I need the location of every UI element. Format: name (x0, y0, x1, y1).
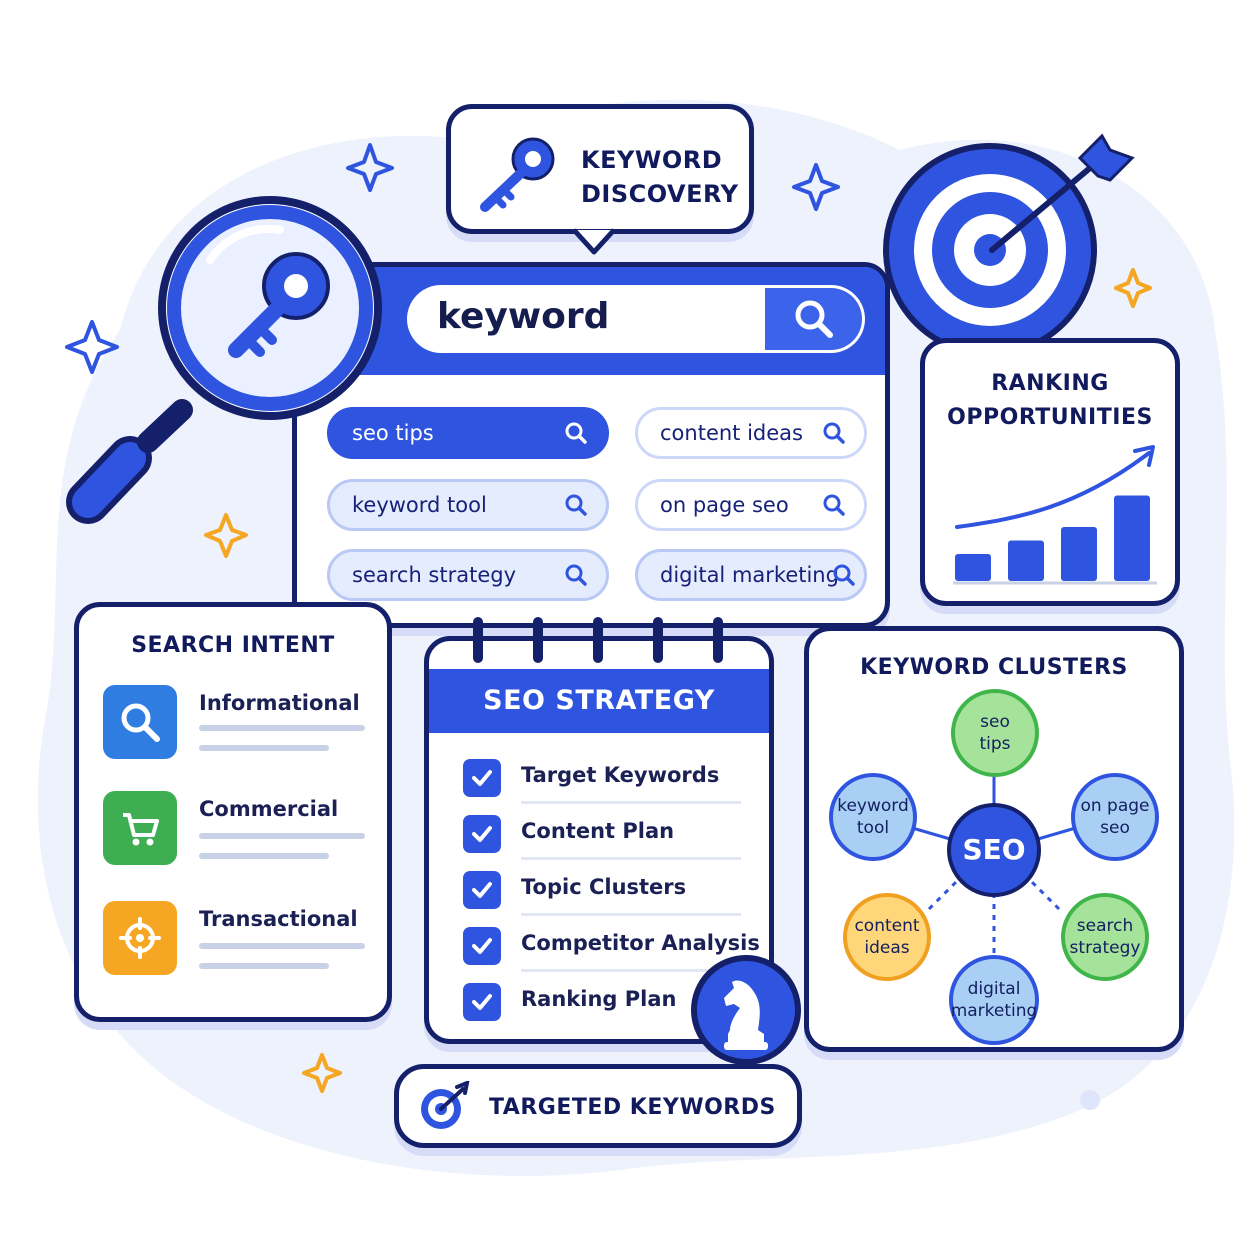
ranking-opportunities-card: RANKING OPPORTUNITIES (920, 338, 1180, 606)
checkbox-checked[interactable] (463, 759, 501, 797)
key-icon (228, 252, 330, 358)
suggestion-chip[interactable]: keyword tool (327, 479, 609, 531)
search-icon (565, 494, 587, 516)
target-illustration (883, 133, 1135, 348)
checkmark-icon (472, 826, 492, 842)
search-icon (121, 703, 160, 742)
checklist-item: Topic Clusters (521, 875, 687, 899)
search-intent-card: SEARCH INTENT Informational Commercial T… (74, 602, 392, 1022)
keyword-discovery-bubble: KEYWORD DISCOVERY (446, 104, 754, 234)
clusters-title: KEYWORD CLUSTERS (860, 655, 1128, 680)
suggestion-label: on page seo (660, 493, 789, 517)
text-placeholder-line (199, 853, 329, 859)
magnifier-illustration (66, 196, 382, 524)
ranking-bar-chart (953, 445, 1157, 585)
strategy-header (429, 669, 769, 733)
ranking-bar (955, 554, 991, 581)
notebook-rings (473, 617, 723, 663)
ranking-bar (1008, 540, 1044, 581)
checklist-item: Competitor Analysis (521, 931, 760, 955)
intent-label-commercial: Commercial (199, 797, 339, 821)
search-icon (565, 564, 587, 586)
search-input[interactable]: keyword (407, 285, 767, 353)
growth-arrow-line (955, 451, 1151, 529)
ring-binder-icon (473, 617, 723, 663)
intent-label-transactional: Transactional (199, 907, 358, 931)
discovery-title-line2: DISCOVERY (581, 180, 739, 208)
ranking-bar (1061, 527, 1097, 581)
checkmark-icon (472, 882, 492, 898)
targeted-keywords-label: TARGETED KEYWORDS (489, 1095, 776, 1120)
checklist-item: Content Plan (521, 819, 675, 843)
search-icon (565, 422, 587, 444)
search-icon (823, 422, 845, 444)
checklist-item: Ranking Plan (521, 987, 677, 1011)
checkbox-checked[interactable] (463, 927, 501, 965)
suggestion-chip[interactable]: content ideas (635, 407, 867, 459)
text-placeholder-line (199, 833, 365, 839)
suggestion-label: search strategy (352, 563, 517, 587)
suggestion-label: seo tips (352, 421, 434, 445)
suggestion-label: keyword tool (352, 493, 487, 517)
text-placeholder-line (199, 963, 329, 969)
search-button[interactable] (765, 285, 865, 353)
suggestion-chip[interactable]: search strategy (327, 549, 609, 601)
intent-label-informational: Informational (199, 691, 360, 715)
discovery-title-line1: KEYWORD (581, 146, 723, 174)
keyword-search-card: keyword seo tips content ideas keyword t… (292, 262, 890, 628)
chess-knight-icon (724, 980, 768, 1050)
key-icon (480, 137, 555, 212)
checkbox-checked[interactable] (463, 871, 501, 909)
commercial-icon-tile (103, 791, 177, 865)
text-placeholder-line (199, 745, 329, 751)
search-intent-title: SEARCH INTENT (131, 633, 335, 658)
divider (521, 801, 741, 804)
search-icon (833, 564, 855, 586)
target-icon (421, 1081, 470, 1129)
chess-knight-badge (691, 955, 801, 1065)
suggestion-chip[interactable]: seo tips (327, 407, 609, 459)
suggestion-chip[interactable]: digital marketing (635, 549, 867, 601)
suggestion-chip[interactable]: on page seo (635, 479, 867, 531)
cart-icon (123, 813, 159, 846)
suggestion-label: digital marketing (660, 563, 839, 587)
arrow-icon (989, 133, 1135, 253)
informational-icon-tile (103, 685, 177, 759)
target-icon (883, 143, 1097, 348)
arrow-head-icon (1133, 445, 1155, 467)
bubble-tail (572, 228, 616, 255)
checkmark-icon (472, 938, 492, 954)
search-icon (795, 300, 833, 338)
strategy-title: SEO STRATEGY (483, 685, 715, 716)
suggestion-label: content ideas (660, 421, 803, 445)
text-placeholder-line (199, 725, 365, 731)
divider (521, 913, 741, 916)
transactional-icon-tile (103, 901, 177, 975)
divider (521, 857, 741, 860)
checklist-item: Target Keywords (521, 763, 720, 787)
ranking-title-line2: OPPORTUNITIES (947, 405, 1153, 430)
checkbox-checked[interactable] (463, 815, 501, 853)
cluster-center-seo: SEO (947, 803, 1041, 897)
target-icon (119, 917, 161, 959)
search-icon (823, 494, 845, 516)
sparkle-icon (65, 143, 840, 374)
targeted-keywords-banner: TARGETED KEYWORDS (394, 1064, 802, 1148)
ranking-title-line1: RANKING (991, 371, 1109, 396)
checkmark-icon (472, 770, 492, 786)
checkmark-icon (472, 994, 492, 1010)
ranking-bar (1114, 495, 1150, 581)
divider (521, 969, 741, 972)
checkbox-checked[interactable] (463, 983, 501, 1021)
text-placeholder-line (199, 943, 365, 949)
